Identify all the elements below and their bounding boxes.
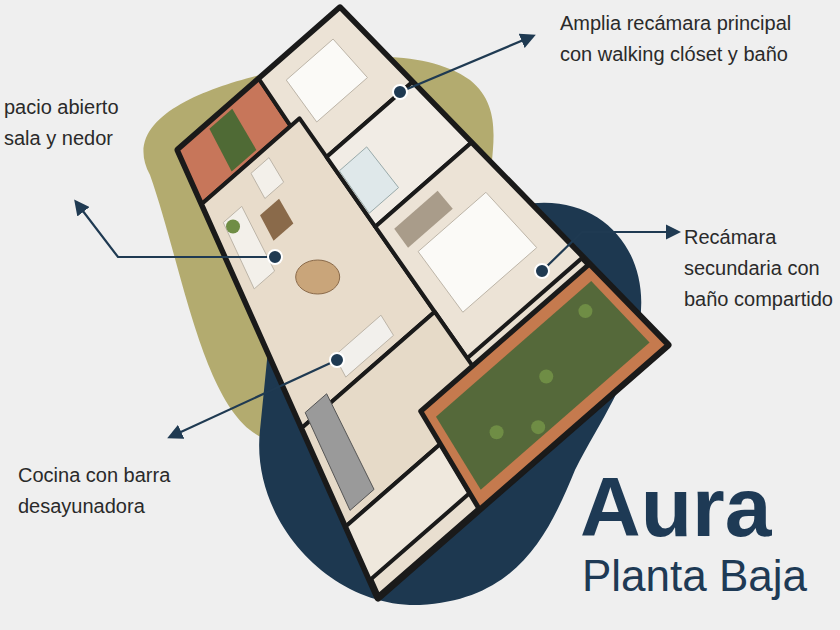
callout-label: Recámara secundaria con baño compartido bbox=[684, 222, 836, 315]
leader-line bbox=[76, 202, 275, 257]
leader-line bbox=[170, 360, 337, 437]
closet bbox=[394, 191, 453, 248]
shower bbox=[339, 147, 398, 213]
plant bbox=[578, 304, 592, 318]
callout-label: Amplia recámara principal con walking cl… bbox=[560, 8, 800, 70]
leader-line bbox=[542, 232, 678, 271]
callout-dot bbox=[268, 250, 282, 264]
sofa bbox=[251, 158, 284, 199]
coffee-table bbox=[260, 199, 293, 241]
bed bbox=[286, 39, 367, 122]
callout-dot bbox=[535, 264, 549, 278]
dining-table bbox=[296, 260, 340, 294]
callout-label: pacio abierto sala y nedor bbox=[4, 92, 136, 154]
callout-dot bbox=[330, 353, 344, 367]
leader-line bbox=[400, 36, 533, 92]
plant bbox=[226, 219, 240, 233]
garden bbox=[436, 281, 650, 490]
leader-lines bbox=[76, 36, 678, 437]
plant bbox=[531, 420, 545, 434]
title: Aura bbox=[580, 462, 771, 552]
callout-label: Cocina con barra desayunadora bbox=[18, 460, 228, 522]
plant bbox=[539, 369, 553, 383]
callout-dot bbox=[393, 85, 407, 99]
kitchen-counter bbox=[305, 394, 374, 511]
plant bbox=[490, 425, 504, 439]
subtitle: Planta Baja bbox=[582, 550, 836, 602]
breakfast-bar bbox=[334, 315, 393, 377]
